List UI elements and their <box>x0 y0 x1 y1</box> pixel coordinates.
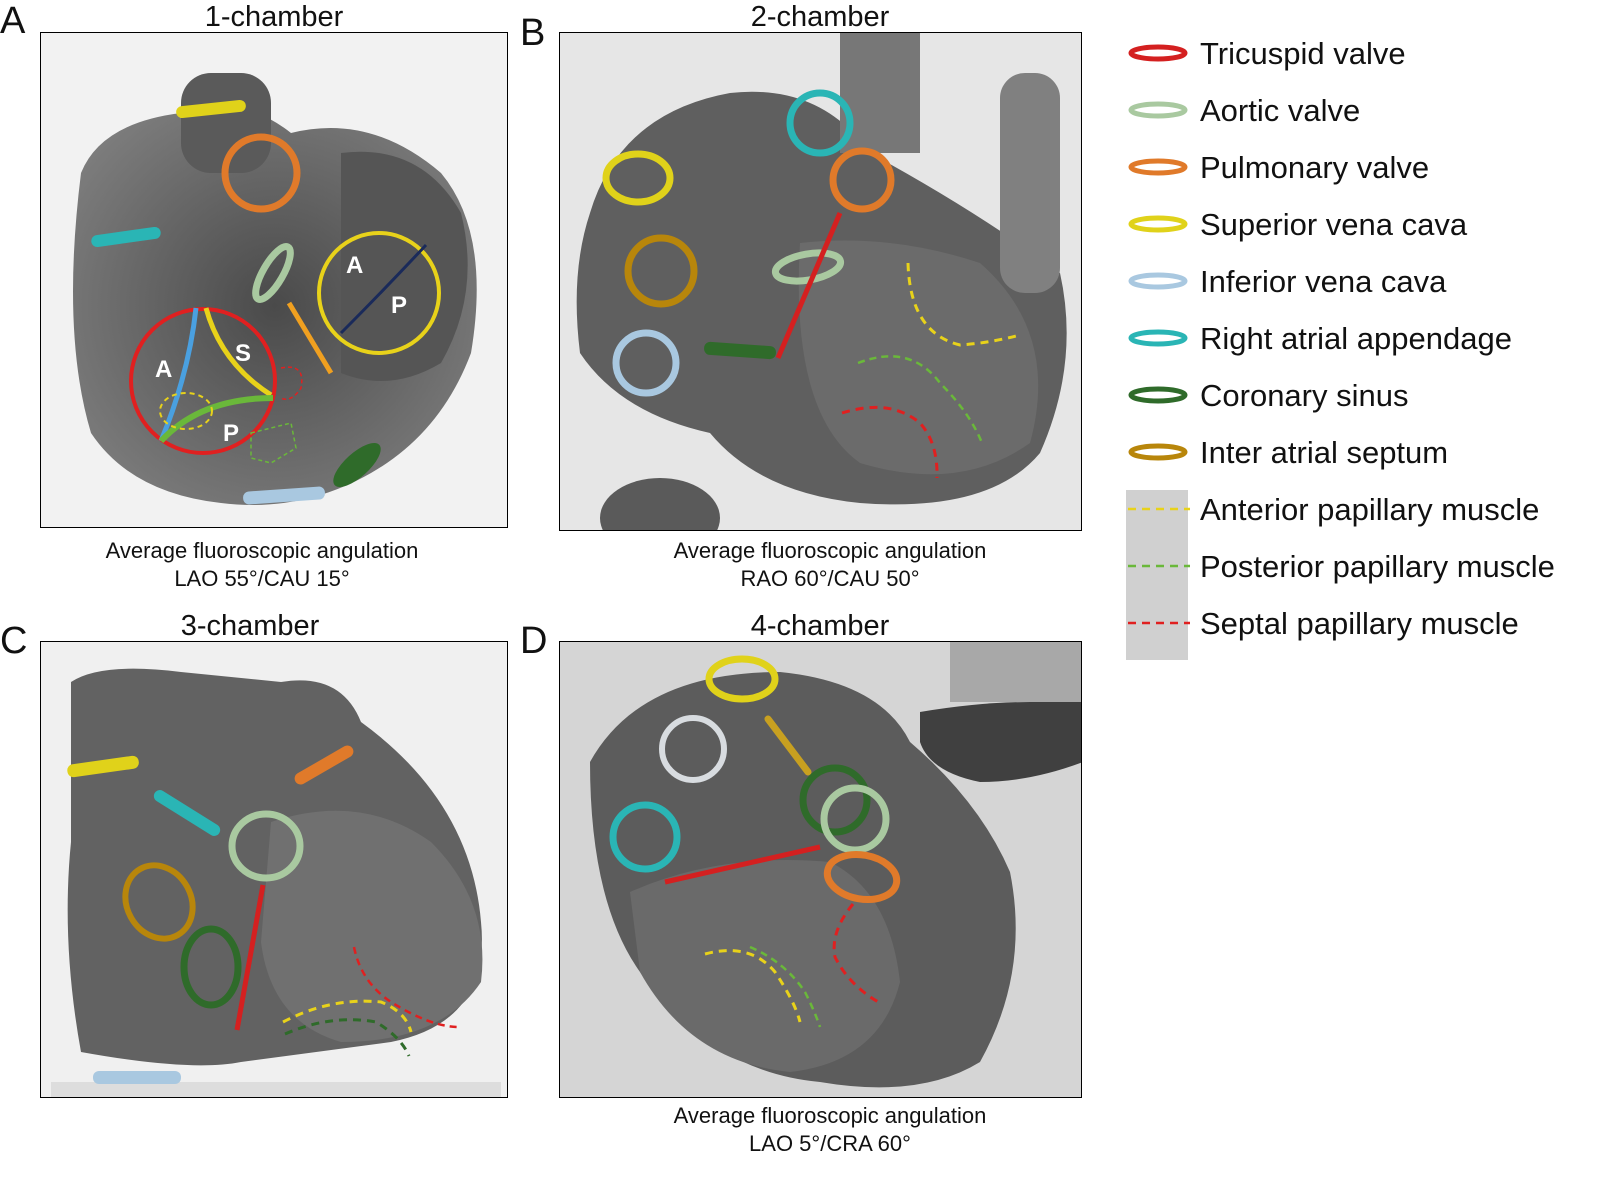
legend-item: Coronary sinus <box>1118 376 1600 434</box>
panel-b-letter: B <box>520 12 546 54</box>
legend-ring-icon <box>1128 44 1188 62</box>
right-atrial-appendage-marker <box>786 89 854 157</box>
mv-label-a: A <box>346 252 363 279</box>
pulmonary-valve-marker <box>829 147 895 213</box>
panel-a-caption-line1: Average fluoroscopic angulation <box>105 538 419 563</box>
right-atrial-appendage-marker <box>609 801 681 873</box>
inferior-vena-cava-marker <box>659 715 727 783</box>
legend-dash-icon <box>1128 564 1190 568</box>
pulmonary-valve-marker <box>221 133 301 213</box>
legend-ring-icon <box>1128 215 1188 233</box>
panel-c-title: 3-chamber <box>180 610 320 642</box>
legend-label: Tricuspid valve <box>1200 36 1406 71</box>
panel-a-title: 1-chamber <box>204 1 344 33</box>
panel-b-heart-illustration <box>576 33 1067 530</box>
legend-item: Inferior vena cava <box>1118 262 1600 320</box>
aortic-valve-marker <box>228 810 304 882</box>
legend-item: Posterior papillary muscle <box>1118 547 1600 605</box>
superior-vena-cava-marker <box>602 150 674 206</box>
legend-item: Anterior papillary muscle <box>1118 490 1600 548</box>
panel-d-caption-line1: Average fluoroscopic angulation <box>673 1103 987 1128</box>
legend-item: Tricuspid valve <box>1118 34 1600 92</box>
legend-item: Septal papillary muscle <box>1118 604 1600 662</box>
coronary-sinus-marker <box>180 925 242 1009</box>
legend-item: Superior vena cava <box>1118 205 1600 263</box>
legend-label: Coronary sinus <box>1200 378 1409 413</box>
mitral-valve-circle <box>317 231 441 355</box>
inferior-vena-cava-marker <box>243 486 325 505</box>
right-atrial-appendage-marker <box>91 226 161 248</box>
tricuspid-valve-line <box>234 884 266 1031</box>
legend-item: Pulmonary valve <box>1118 148 1600 206</box>
legend-dashed-background <box>1126 490 1188 660</box>
legend-item: Aortic valve <box>1118 91 1600 149</box>
panel-c-letter: C <box>0 620 28 662</box>
inferior-vena-cava-marker <box>93 1071 181 1084</box>
pulmonary-valve-marker <box>823 850 901 904</box>
aortic-valve-marker <box>820 784 890 854</box>
coronary-sinus-marker <box>799 764 871 836</box>
legend-label: Right atrial appendage <box>1200 321 1512 356</box>
superior-vena-cava-marker <box>176 99 246 119</box>
legend-dash-icon <box>1128 621 1190 625</box>
coronary-sinus-marker <box>333 443 381 487</box>
legend-ring-icon <box>1128 443 1188 461</box>
legend-label: Aortic valve <box>1200 93 1361 128</box>
pulmonary-valve-marker <box>294 745 354 785</box>
panel-d-image <box>559 641 1082 1098</box>
superior-vena-cava-marker <box>705 655 779 703</box>
inter-atrial-septum-line <box>286 301 334 375</box>
legend-dash-icon <box>1128 507 1190 511</box>
tricuspid-valve-line <box>664 844 821 885</box>
panel-a-letter: A <box>0 0 26 42</box>
aortic-valve-marker <box>252 243 294 303</box>
legend-ring-icon <box>1128 386 1188 404</box>
panel-a-heart-illustration: A P A S P <box>73 73 477 505</box>
tricuspid-valve-circle <box>129 307 277 455</box>
legend-label: Superior vena cava <box>1200 207 1468 242</box>
legend-label: Septal papillary muscle <box>1200 606 1519 641</box>
panel-a-image: A P A S P <box>40 32 508 528</box>
legend-ring-icon <box>1128 158 1188 176</box>
inter-atrial-septum-marker <box>764 715 812 776</box>
tv-label-p: P <box>223 420 239 447</box>
panel-c-heart-illustration <box>51 668 501 1097</box>
inter-atrial-septum-marker <box>624 234 698 308</box>
superior-vena-cava-marker <box>67 755 139 778</box>
panel-b-caption-line1: Average fluoroscopic angulation <box>673 538 987 563</box>
legend-label: Posterior papillary muscle <box>1200 549 1555 584</box>
legend-label: Inferior vena cava <box>1200 264 1447 299</box>
legend-ring-icon <box>1128 101 1188 119</box>
inter-atrial-septum-marker <box>122 862 196 942</box>
legend-item: Inter atrial septum <box>1118 433 1600 491</box>
panel-d-title: 4-chamber <box>750 610 890 642</box>
panel-a-caption-line2: LAO 55°/CAU 15° <box>174 566 350 591</box>
panel-b-title: 2-chamber <box>750 1 890 33</box>
legend-label: Anterior papillary muscle <box>1200 492 1540 527</box>
mv-label-p: P <box>391 292 407 319</box>
tv-label-s: S <box>235 340 251 367</box>
panel-c-image <box>40 641 508 1098</box>
inferior-vena-cava-marker <box>612 329 680 397</box>
legend-item: Right atrial appendage <box>1118 319 1600 377</box>
legend-label: Inter atrial septum <box>1200 435 1449 470</box>
coronary-sinus-marker <box>704 341 776 360</box>
legend-ring-icon <box>1128 272 1188 290</box>
panel-b-caption-line2: RAO 60°/CAU 50° <box>740 566 920 591</box>
panel-b-image <box>559 32 1082 531</box>
tv-label-a: A <box>155 356 172 383</box>
tricuspid-valve-line <box>775 212 843 359</box>
panel-d-caption-line2: LAO 5°/CRA 60° <box>749 1131 911 1156</box>
legend-ring-icon <box>1128 329 1188 347</box>
legend-label: Pulmonary valve <box>1200 150 1430 185</box>
panel-d-heart-illustration <box>590 642 1081 1088</box>
panel-d-letter: D <box>520 620 548 662</box>
right-atrial-appendage-marker <box>153 790 221 836</box>
